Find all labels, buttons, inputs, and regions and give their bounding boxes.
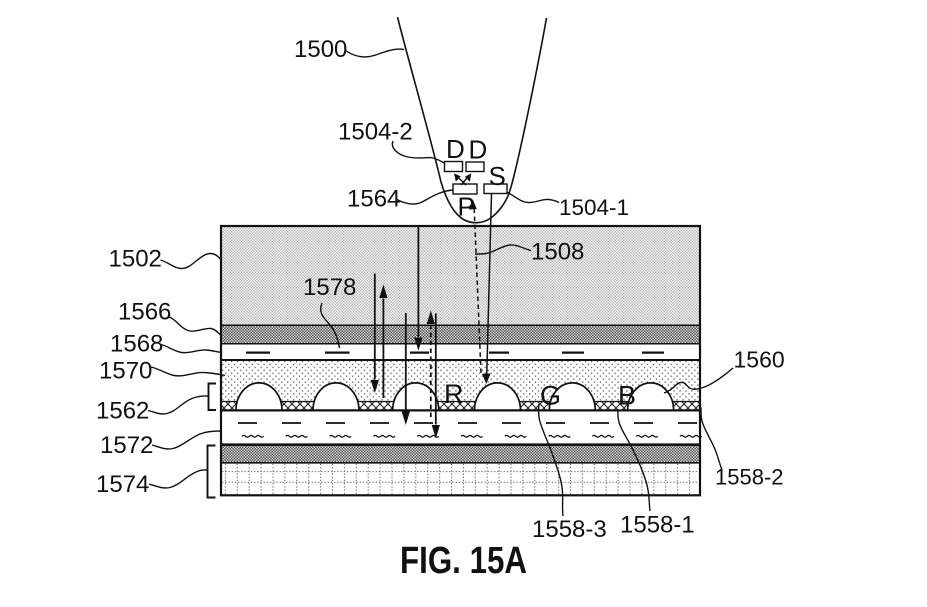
svg-text:1508: 1508 xyxy=(531,239,584,266)
svg-text:1572: 1572 xyxy=(100,432,153,459)
svg-text:1558-2: 1558-2 xyxy=(715,465,784,490)
svg-text:P: P xyxy=(458,192,475,222)
svg-text:1500: 1500 xyxy=(294,36,347,63)
svg-text:1558-1: 1558-1 xyxy=(620,512,695,539)
svg-text:B: B xyxy=(618,381,636,411)
svg-text:1566: 1566 xyxy=(118,299,171,326)
svg-text:D: D xyxy=(446,134,465,164)
svg-text:S: S xyxy=(489,161,506,191)
svg-text:1504-1: 1504-1 xyxy=(559,195,629,220)
svg-text:D: D xyxy=(469,135,488,165)
svg-text:1562: 1562 xyxy=(96,398,149,425)
svg-text:1578: 1578 xyxy=(303,274,356,301)
svg-text:1574: 1574 xyxy=(96,471,149,498)
svg-text:1564: 1564 xyxy=(347,186,400,213)
svg-text:R: R xyxy=(444,379,464,409)
svg-text:FIG. 15A: FIG. 15A xyxy=(400,540,527,582)
svg-text:1504-2: 1504-2 xyxy=(338,119,413,146)
svg-text:1502: 1502 xyxy=(109,246,162,273)
svg-text:1570: 1570 xyxy=(99,358,152,385)
svg-text:G: G xyxy=(540,381,561,411)
svg-text:1568: 1568 xyxy=(110,331,163,358)
svg-text:1560: 1560 xyxy=(734,347,785,373)
svg-text:1558-3: 1558-3 xyxy=(532,516,607,543)
